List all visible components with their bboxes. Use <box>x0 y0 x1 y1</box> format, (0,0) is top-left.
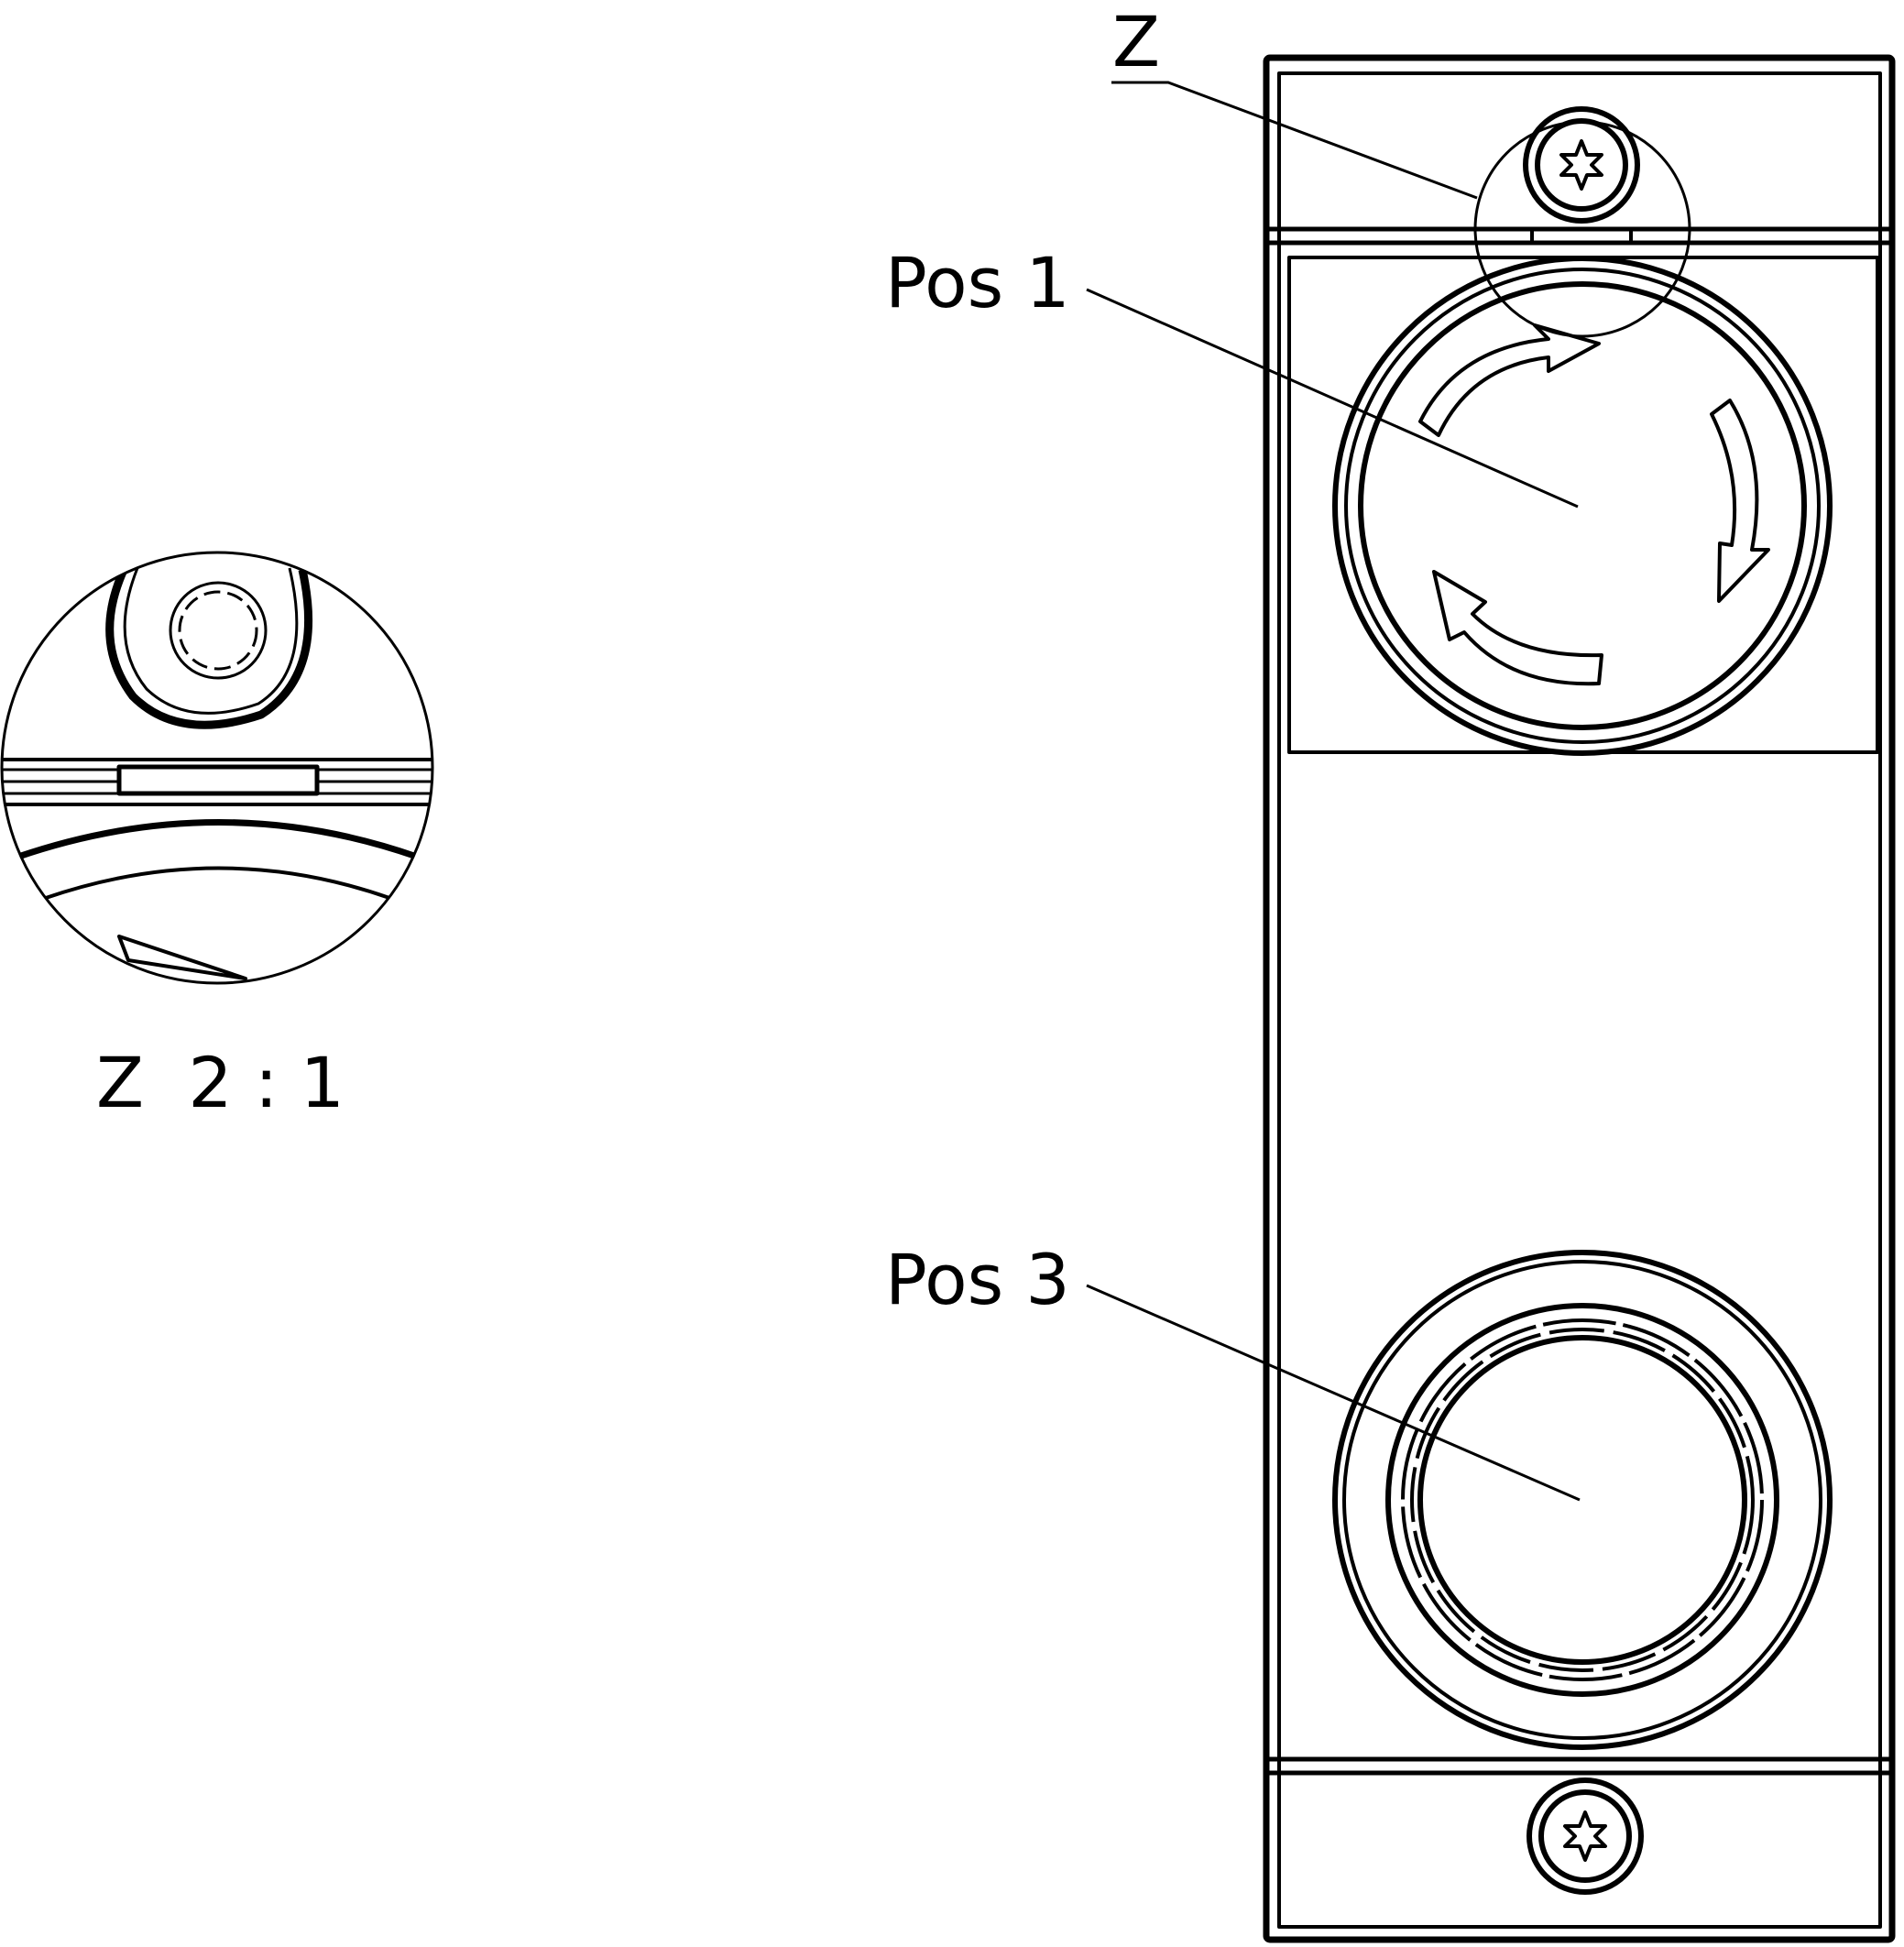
detail-arrow-tip <box>117 935 247 980</box>
detail-bezel-arc-2 <box>45 866 390 900</box>
bottom-screw-inner <box>1538 1789 1632 1883</box>
pos3-dashed-ring-outer <box>1401 1318 1764 1681</box>
detail-view-outline <box>0 551 434 985</box>
top-screw-outer <box>1523 106 1640 224</box>
leader-z <box>1111 81 1478 200</box>
detail-caption: Z 2 : 1 <box>96 1042 345 1123</box>
pos1-cap <box>1358 281 1807 730</box>
leader-lines <box>1086 81 1581 1502</box>
enclosure-outer <box>1263 54 1896 1943</box>
detail-screw-ring-outer <box>105 568 313 729</box>
torx-screw-icon <box>1559 139 1603 191</box>
pos3-dashed-ring-inner <box>1410 1328 1755 1672</box>
pos1-frame <box>1287 256 1879 754</box>
detail-marker-label: Z <box>1112 1 1160 82</box>
detail-z-circle <box>1473 120 1691 338</box>
torx-screw-icon <box>1563 1810 1607 1862</box>
top-screw <box>1523 106 1640 224</box>
top-screw-inner <box>1535 118 1628 212</box>
pos1-bezel-ring <box>1344 268 1821 744</box>
bottom-screw-outer <box>1526 1777 1644 1895</box>
enclosure-inner <box>1277 71 1882 1929</box>
top-clip <box>1530 227 1633 245</box>
pos1-button <box>1332 256 1833 756</box>
detail-screw-ring-inner <box>123 567 299 715</box>
leader-pos3 <box>1086 1284 1581 1502</box>
detail-bezel-arc-1 <box>16 819 419 860</box>
pos1-label: Pos 1 <box>885 242 1070 323</box>
pos3-bezel-outer <box>1332 1250 1833 1750</box>
pos3-bezel-ring <box>1342 1260 1822 1740</box>
enclosure <box>1263 54 1896 1943</box>
pos1-bezel-outer <box>1332 256 1833 756</box>
pos3-collar <box>1385 1303 1779 1697</box>
rotation-arrows-icon <box>1418 323 1770 686</box>
bottom-screw <box>1526 1777 1644 1895</box>
leader-pos1 <box>1086 288 1579 509</box>
detail-view-z <box>0 551 434 985</box>
torx-screw-icon <box>169 581 268 680</box>
pos3-cap <box>1417 1335 1747 1665</box>
pos3-button <box>1332 1250 1833 1750</box>
pos3-label: Pos 3 <box>885 1239 1070 1320</box>
detail-clip <box>116 764 320 796</box>
